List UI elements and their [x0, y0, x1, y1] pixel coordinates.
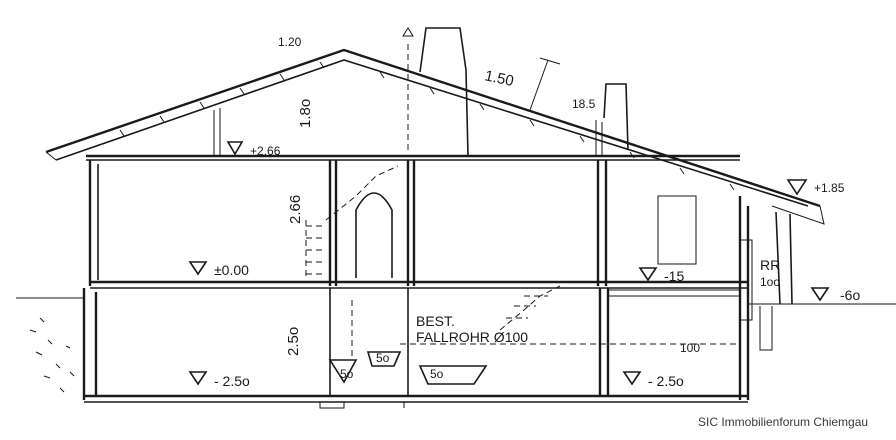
attic-kneewall-left	[213, 108, 221, 156]
level-marker-icon	[226, 141, 244, 156]
top-left-mark: 1.20	[278, 35, 302, 49]
labels: 1.20 1.50 18.5 +2.66 +1.85 1.8o 2.66 2.5…	[214, 35, 868, 429]
sink-left-icon	[328, 359, 358, 384]
level-marker-icon	[810, 287, 830, 302]
roof-thickness-dimension	[529, 57, 561, 111]
level-label-basement-left: - 2.5o	[214, 373, 250, 389]
basement-height-label: 2.5o	[285, 327, 302, 356]
level-markers	[188, 57, 830, 386]
level-marker-icon	[188, 261, 208, 276]
attic-kneewall-right	[595, 120, 603, 156]
attic	[86, 27, 740, 161]
level-label-basement-right: - 2.5o	[648, 373, 684, 389]
foundation-steps	[319, 402, 405, 409]
roof-eave-left	[45, 151, 57, 161]
roof-outer-line	[45, 48, 821, 208]
roof-eave-right	[771, 205, 825, 225]
storey-height-label: 2.66	[287, 195, 304, 224]
level-label-outside: -6o	[840, 287, 860, 303]
wall-mid-upper-a	[328, 160, 338, 286]
level-marker-icon	[622, 371, 642, 386]
arched-doorway	[355, 192, 393, 278]
level-marker-icon	[786, 179, 808, 196]
chimney-right	[603, 83, 629, 151]
wall-hatch-box	[740, 239, 753, 321]
rr-label: RR	[760, 257, 780, 273]
upper-storey	[88, 160, 750, 400]
pipe-note-line1: BEST.	[416, 313, 455, 329]
stair-upper	[305, 220, 326, 280]
level-label-ridge: +2.66	[250, 144, 281, 158]
annex-column	[775, 211, 793, 305]
chimney-top-label: 18.5	[572, 97, 596, 111]
level-marker-icon	[188, 371, 208, 386]
level-label-eave: +1.85	[814, 181, 845, 195]
ridge-marker-icon	[402, 27, 414, 37]
sink-right-label: 5o	[430, 367, 444, 381]
annex-slab	[608, 289, 740, 297]
roof	[45, 48, 825, 225]
stair-upper-rail	[325, 165, 399, 221]
annex-pier	[759, 306, 773, 351]
terrain-left	[16, 297, 84, 393]
rr-value: 1oo	[760, 275, 780, 289]
level-label-ground-right: -15	[664, 268, 684, 284]
pipe-note-line2: FALLROHR Ø100	[416, 329, 528, 345]
wall-left-basement	[82, 288, 98, 400]
roof-thickness-label: 1.50	[483, 67, 515, 90]
stair-basement	[499, 285, 561, 331]
wall-mid-upper-b	[406, 160, 416, 286]
pipe-run-label: 100	[680, 341, 700, 355]
sink-right-icon	[418, 365, 488, 385]
wall-far-right	[738, 196, 750, 400]
roof-inner-line	[55, 59, 809, 207]
chimney-main	[419, 27, 467, 73]
roof-hatching	[119, 61, 735, 191]
basement	[82, 211, 896, 409]
wall-right-upper	[596, 160, 608, 286]
level-label-ground: ±0.00	[214, 262, 249, 278]
watermark: SIC Immobilienforum Chiemgau	[698, 415, 868, 429]
roof-height-label: 1.8o	[297, 99, 314, 128]
sink-left-label: 5o	[340, 367, 354, 381]
chimney-main-shaft	[465, 69, 469, 157]
wall-right-basement	[598, 288, 610, 396]
gravel-fill	[29, 317, 75, 393]
chimneys	[419, 27, 629, 157]
level-marker-icon	[638, 267, 658, 282]
window-right	[657, 195, 697, 265]
sink-mid-icon	[366, 351, 402, 367]
sink-mid-label: 5o	[376, 351, 390, 365]
